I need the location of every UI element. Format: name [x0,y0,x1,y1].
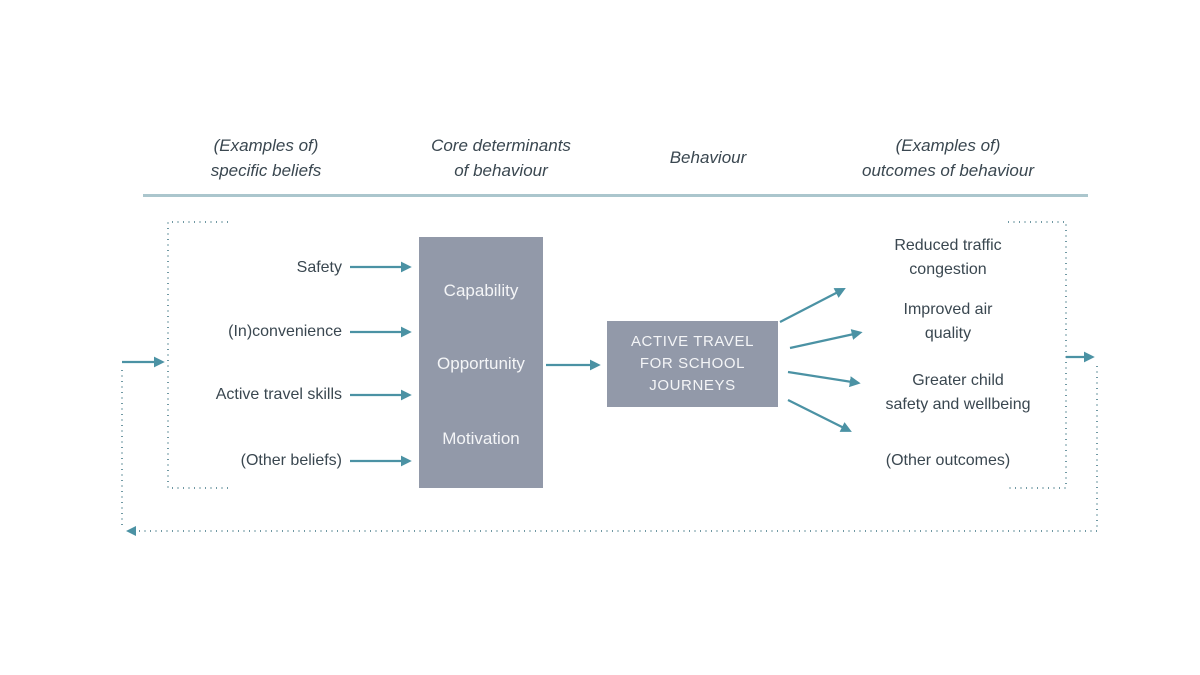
belief-active-travel-skills: Active travel skills [215,386,342,403]
outcome-other-outcomes: (Other outcomes) [885,452,1011,469]
outcome-reduced-traffic: Reduced traffic congestion [894,237,1002,278]
belief-other-beliefs: (Other beliefs) [240,452,342,469]
column-header-outcomes: (Examples of) outcomes of behaviour [862,136,1034,180]
arrow-to-reduced-traffic [779,287,846,323]
arrow-to-other-outcomes [787,399,852,432]
determinant-capability: Capability [443,281,519,300]
determinant-opportunity: Opportunity [437,354,525,373]
belief-safety: Safety [296,259,342,276]
belief-inconvenience: (In)convenience [228,323,342,340]
column-header-behaviour: Behaviour [669,148,747,167]
column-header-specific-beliefs: (Examples of) specific beliefs [210,136,322,180]
behaviour-box-label: ACTIVE TRAVEL FOR SCHOOL JOURNEYS [630,333,755,394]
determinant-motivation: Motivation [442,429,520,448]
outcome-child-safety: Greater child safety and wellbeing [885,372,1031,413]
behaviour-box [607,321,778,407]
core-determinants-box [419,237,543,488]
header-divider-rule [143,194,1088,197]
column-header-core-determinants: Core determinants of behaviour [431,136,571,180]
outcome-improved-air: Improved air quality [903,301,993,342]
